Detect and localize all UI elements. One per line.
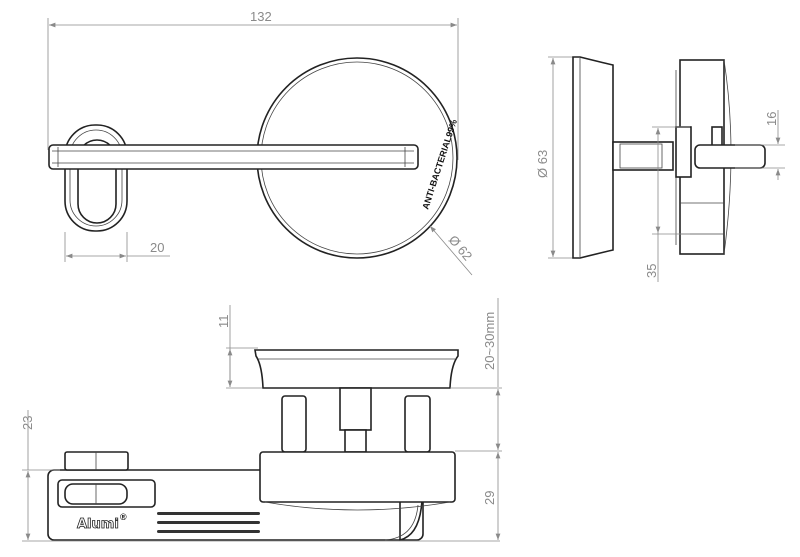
dim-label-35: 35 xyxy=(644,264,659,278)
body-collar xyxy=(259,451,456,503)
dim-label-16: 16 xyxy=(764,112,779,126)
handle-side xyxy=(694,144,766,169)
dim-label-23: 23 xyxy=(20,416,35,430)
dim-label-20-30mm: 20~30mm xyxy=(482,312,497,370)
knob-side xyxy=(572,56,614,259)
side-view: Ø 63 16 35 xyxy=(535,56,785,282)
arm-top xyxy=(48,144,419,170)
dim-label-dia62: Ø 62 xyxy=(446,232,476,263)
dim-label-29: 29 xyxy=(482,491,497,505)
knob-front xyxy=(254,349,459,389)
nut xyxy=(64,451,129,471)
dim-label-11: 11 xyxy=(216,315,231,329)
top-view: 132 ANTI-BACTERIAL99% 20 Ø 62 xyxy=(47,9,476,276)
registered-mark: ® xyxy=(120,512,127,522)
vent-lines xyxy=(157,512,260,533)
dim-label-132: 132 xyxy=(250,9,272,24)
front-view: 11 Alumi ® 23 20~30mm xyxy=(20,298,502,542)
dim-label-dia63: Ø 63 xyxy=(535,150,550,178)
alumi-logo: Alumi xyxy=(77,517,119,532)
shaft-side xyxy=(612,141,674,171)
dim-label-20: 20 xyxy=(150,240,164,255)
